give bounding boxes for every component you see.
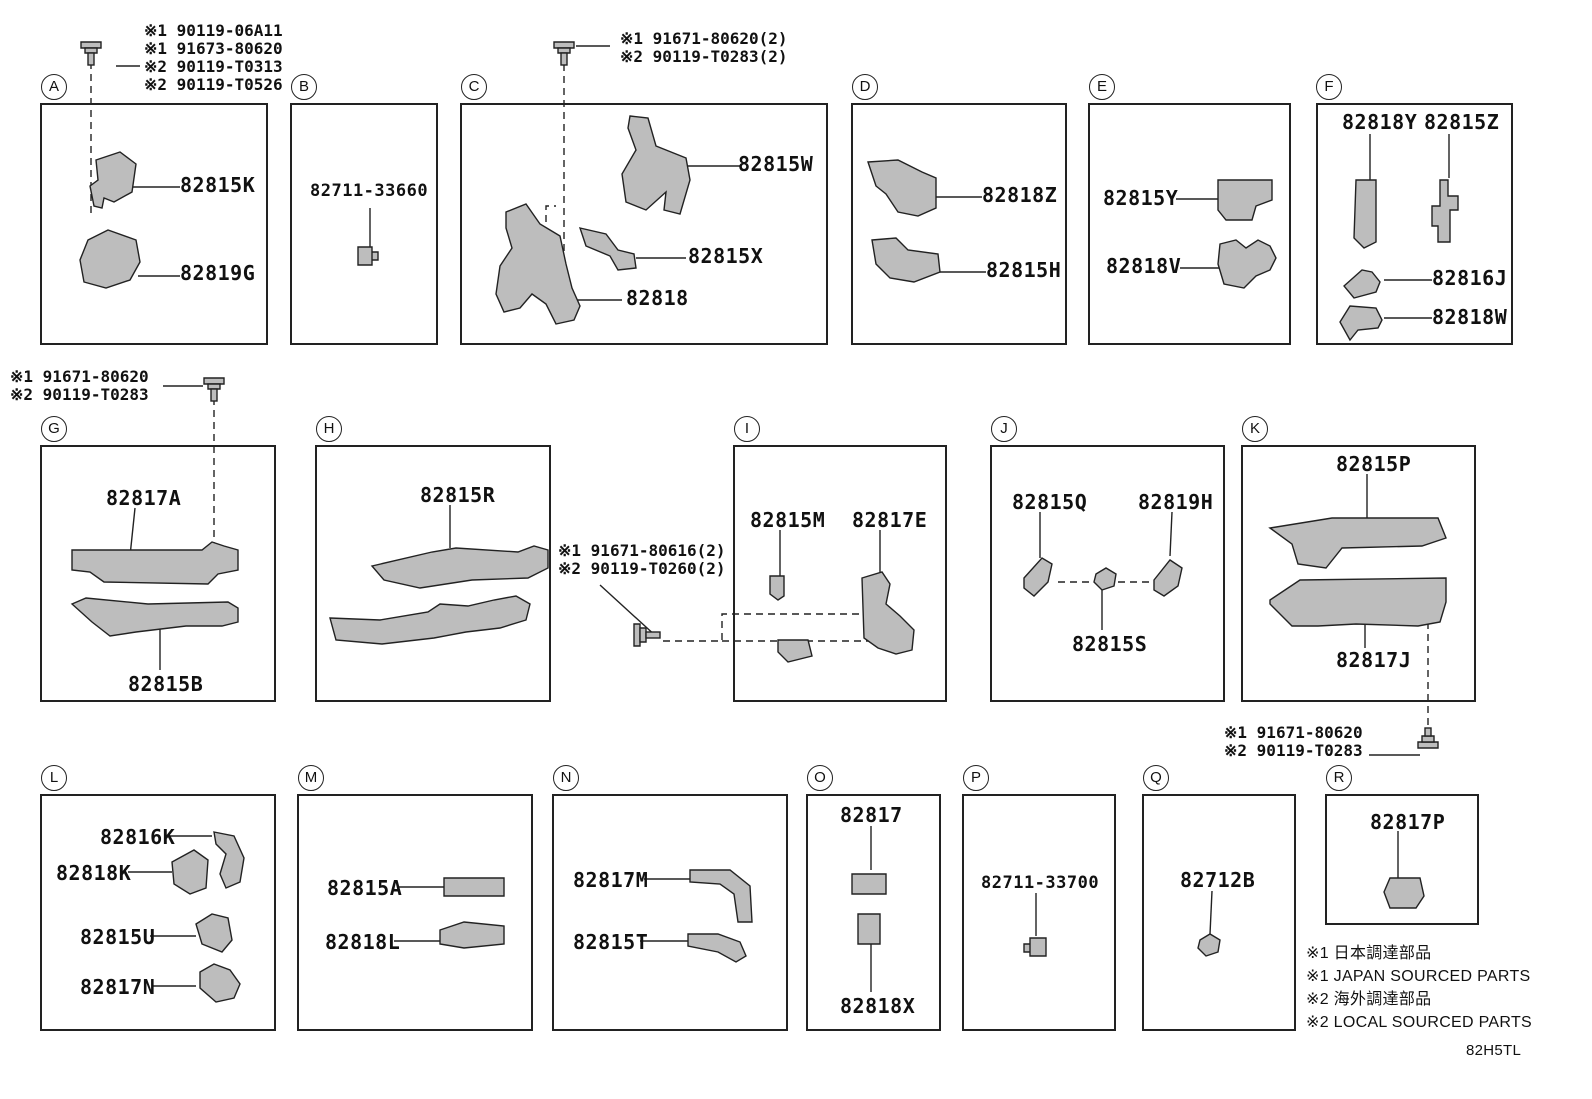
box-g: [40, 445, 276, 702]
box-a: [40, 103, 268, 345]
part-label-82815m: 82815M: [750, 508, 826, 532]
callout-d: D: [852, 74, 878, 100]
box-o: [806, 794, 941, 1031]
callout-g: G: [41, 416, 67, 442]
part-label-82815s: 82815S: [1072, 632, 1148, 656]
part-label-82815q: 82815Q: [1012, 490, 1088, 514]
part-label-82817n: 82817N: [80, 975, 156, 999]
box-b: [290, 103, 438, 345]
callout-k: K: [1242, 416, 1268, 442]
callout-n: N: [553, 765, 579, 791]
callout-c: C: [461, 74, 487, 100]
part-label-82815z: 82815Z: [1424, 110, 1500, 134]
note-2-en: ※2 LOCAL SOURCED PARTS: [1306, 1014, 1532, 1031]
callout-l: L: [41, 765, 67, 791]
screw-label-i-1: ※1 91671-80616(2): [558, 541, 726, 560]
part-label-82817: 82817: [840, 803, 903, 827]
part-label-82816k: 82816K: [100, 825, 176, 849]
callout-a: A: [41, 74, 67, 100]
part-label-82817a: 82817A: [106, 486, 182, 510]
part-label-82818l: 82818L: [325, 930, 401, 954]
part-label-82815u: 82815U: [80, 925, 156, 949]
screw-label-a-4: ※2 90119-T0526: [144, 75, 283, 94]
part-label-82712b: 82712B: [1180, 868, 1256, 892]
part-label-82711-33660: 82711-33660: [310, 181, 429, 201]
part-label-82817e: 82817E: [852, 508, 928, 532]
part-label-82817j: 82817J: [1336, 648, 1412, 672]
note-1-jp: ※1 日本調達部品: [1306, 945, 1432, 962]
box-d: [851, 103, 1067, 345]
box-p: [962, 794, 1116, 1031]
part-label-82815b: 82815B: [128, 672, 204, 696]
screw-label-a-2: ※1 91673-80620: [144, 39, 283, 58]
callout-e: E: [1089, 74, 1115, 100]
part-label-82711-33700: 82711-33700: [981, 873, 1100, 893]
part-label-82815w: 82815W: [738, 152, 814, 176]
box-f: [1316, 103, 1513, 345]
part-label-82816j: 82816J: [1432, 266, 1508, 290]
part-label-82815h: 82815H: [986, 258, 1062, 282]
part-label-82818w: 82818W: [1432, 305, 1508, 329]
part-label-82815k: 82815K: [180, 173, 256, 197]
callout-i: I: [734, 416, 760, 442]
screw-label-a-3: ※2 90119-T0313: [144, 57, 283, 76]
part-label-82819g: 82819G: [180, 261, 256, 285]
note-2-jp: ※2 海外調達部品: [1306, 991, 1432, 1008]
callout-j: J: [991, 416, 1017, 442]
screw-label-i-2: ※2 90119-T0260(2): [558, 559, 726, 578]
box-q: [1142, 794, 1296, 1031]
callout-h: H: [316, 416, 342, 442]
screw-label-a-1: ※1 90119-06A11: [144, 21, 283, 40]
screw-label-g-2: ※2 90119-T0283: [10, 385, 149, 404]
screw-label-k-1: ※1 91671-80620: [1224, 723, 1363, 742]
part-label-82817p: 82817P: [1370, 810, 1446, 834]
screw-label-g-1: ※1 91671-80620: [10, 367, 149, 386]
note-1-en: ※1 JAPAN SOURCED PARTS: [1306, 968, 1531, 985]
box-m: [297, 794, 533, 1031]
part-label-82818k: 82818K: [56, 861, 132, 885]
part-label-82818y: 82818Y: [1342, 110, 1418, 134]
box-k: [1241, 445, 1476, 702]
part-label-82815a: 82815A: [327, 876, 403, 900]
part-label-82815x: 82815X: [688, 244, 764, 268]
box-e: [1088, 103, 1291, 345]
part-label-82815y: 82815Y: [1103, 186, 1179, 210]
part-label-82815p: 82815P: [1336, 452, 1412, 476]
callout-q: Q: [1143, 765, 1169, 791]
callout-r: R: [1326, 765, 1352, 791]
part-label-82815t: 82815T: [573, 930, 649, 954]
part-label-82815r: 82815R: [420, 483, 496, 507]
screw-label-c-1: ※1 91671-80620(2): [620, 29, 788, 48]
callout-f: F: [1316, 74, 1342, 100]
part-label-82818: 82818: [626, 286, 689, 310]
box-i: [733, 445, 947, 702]
part-label-82817m: 82817M: [573, 868, 649, 892]
callout-m: M: [298, 765, 324, 791]
callout-p: P: [963, 765, 989, 791]
screw-label-k-2: ※2 90119-T0283: [1224, 741, 1363, 760]
box-j: [990, 445, 1225, 702]
diagram-code: 82H5TL: [1466, 1042, 1522, 1059]
callout-o: O: [807, 765, 833, 791]
part-label-82818v: 82818V: [1106, 254, 1182, 278]
box-r: [1325, 794, 1479, 925]
screw-label-c-2: ※2 90119-T0283(2): [620, 47, 788, 66]
callout-b: B: [291, 74, 317, 100]
box-n: [552, 794, 788, 1031]
part-label-82818x: 82818X: [840, 994, 916, 1018]
part-label-82819h: 82819H: [1138, 490, 1214, 514]
part-label-82818z: 82818Z: [982, 183, 1058, 207]
